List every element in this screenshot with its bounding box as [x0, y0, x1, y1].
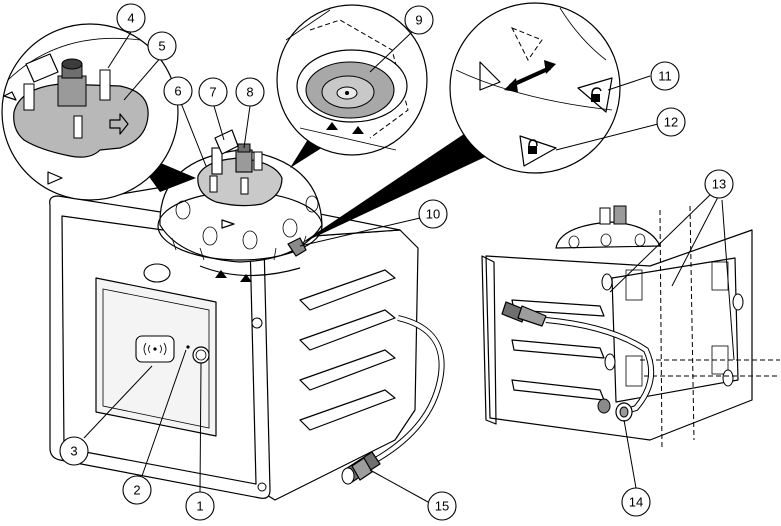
callout-10: 10 [419, 200, 447, 228]
callout-15: 15 [428, 492, 456, 520]
callout-4: 4 [117, 4, 145, 32]
detail-view-sensor [277, 5, 427, 168]
front-screw [252, 318, 262, 328]
callout-6-label: 6 [174, 84, 181, 99]
callout-14-label: 14 [629, 495, 643, 510]
callout-11-label: 11 [658, 69, 672, 84]
rear-unit-cap [556, 222, 660, 248]
callout-9: 9 [405, 6, 433, 34]
callout-2: 2 [123, 476, 151, 504]
rfid-wireless-icon [136, 336, 174, 362]
callout-5-label: 5 [158, 39, 165, 54]
callout-7: 7 [199, 78, 227, 106]
callout-13-label: 13 [712, 177, 726, 192]
callout-6: 6 [164, 77, 192, 105]
callout-3: 3 [60, 437, 88, 465]
callout-1-label: 1 [196, 499, 203, 514]
callout-9-label: 9 [415, 13, 422, 28]
callout-15-label: 15 [435, 499, 449, 514]
callout-12: 12 [657, 108, 685, 136]
callout-13: 13 [705, 170, 733, 198]
callout-8-label: 8 [246, 85, 253, 100]
callout-11: 11 [651, 62, 679, 90]
rear-unit [482, 206, 780, 450]
callout-3-label: 3 [70, 444, 77, 459]
logo-oval [144, 264, 170, 282]
callout-4-label: 4 [127, 11, 134, 26]
power-button[interactable] [193, 347, 209, 363]
callout-1: 1 [186, 492, 214, 520]
callout-8: 8 [236, 78, 264, 106]
callout-14: 14 [622, 488, 650, 516]
callout-5: 5 [148, 32, 176, 60]
callout-12-label: 12 [664, 115, 678, 130]
callout-2-label: 2 [133, 483, 140, 498]
main-unit-side-panel [255, 230, 418, 500]
callout-7-label: 7 [209, 85, 216, 100]
callout-10-label: 10 [426, 207, 440, 222]
front-screw [258, 483, 266, 491]
status-led [186, 345, 189, 348]
